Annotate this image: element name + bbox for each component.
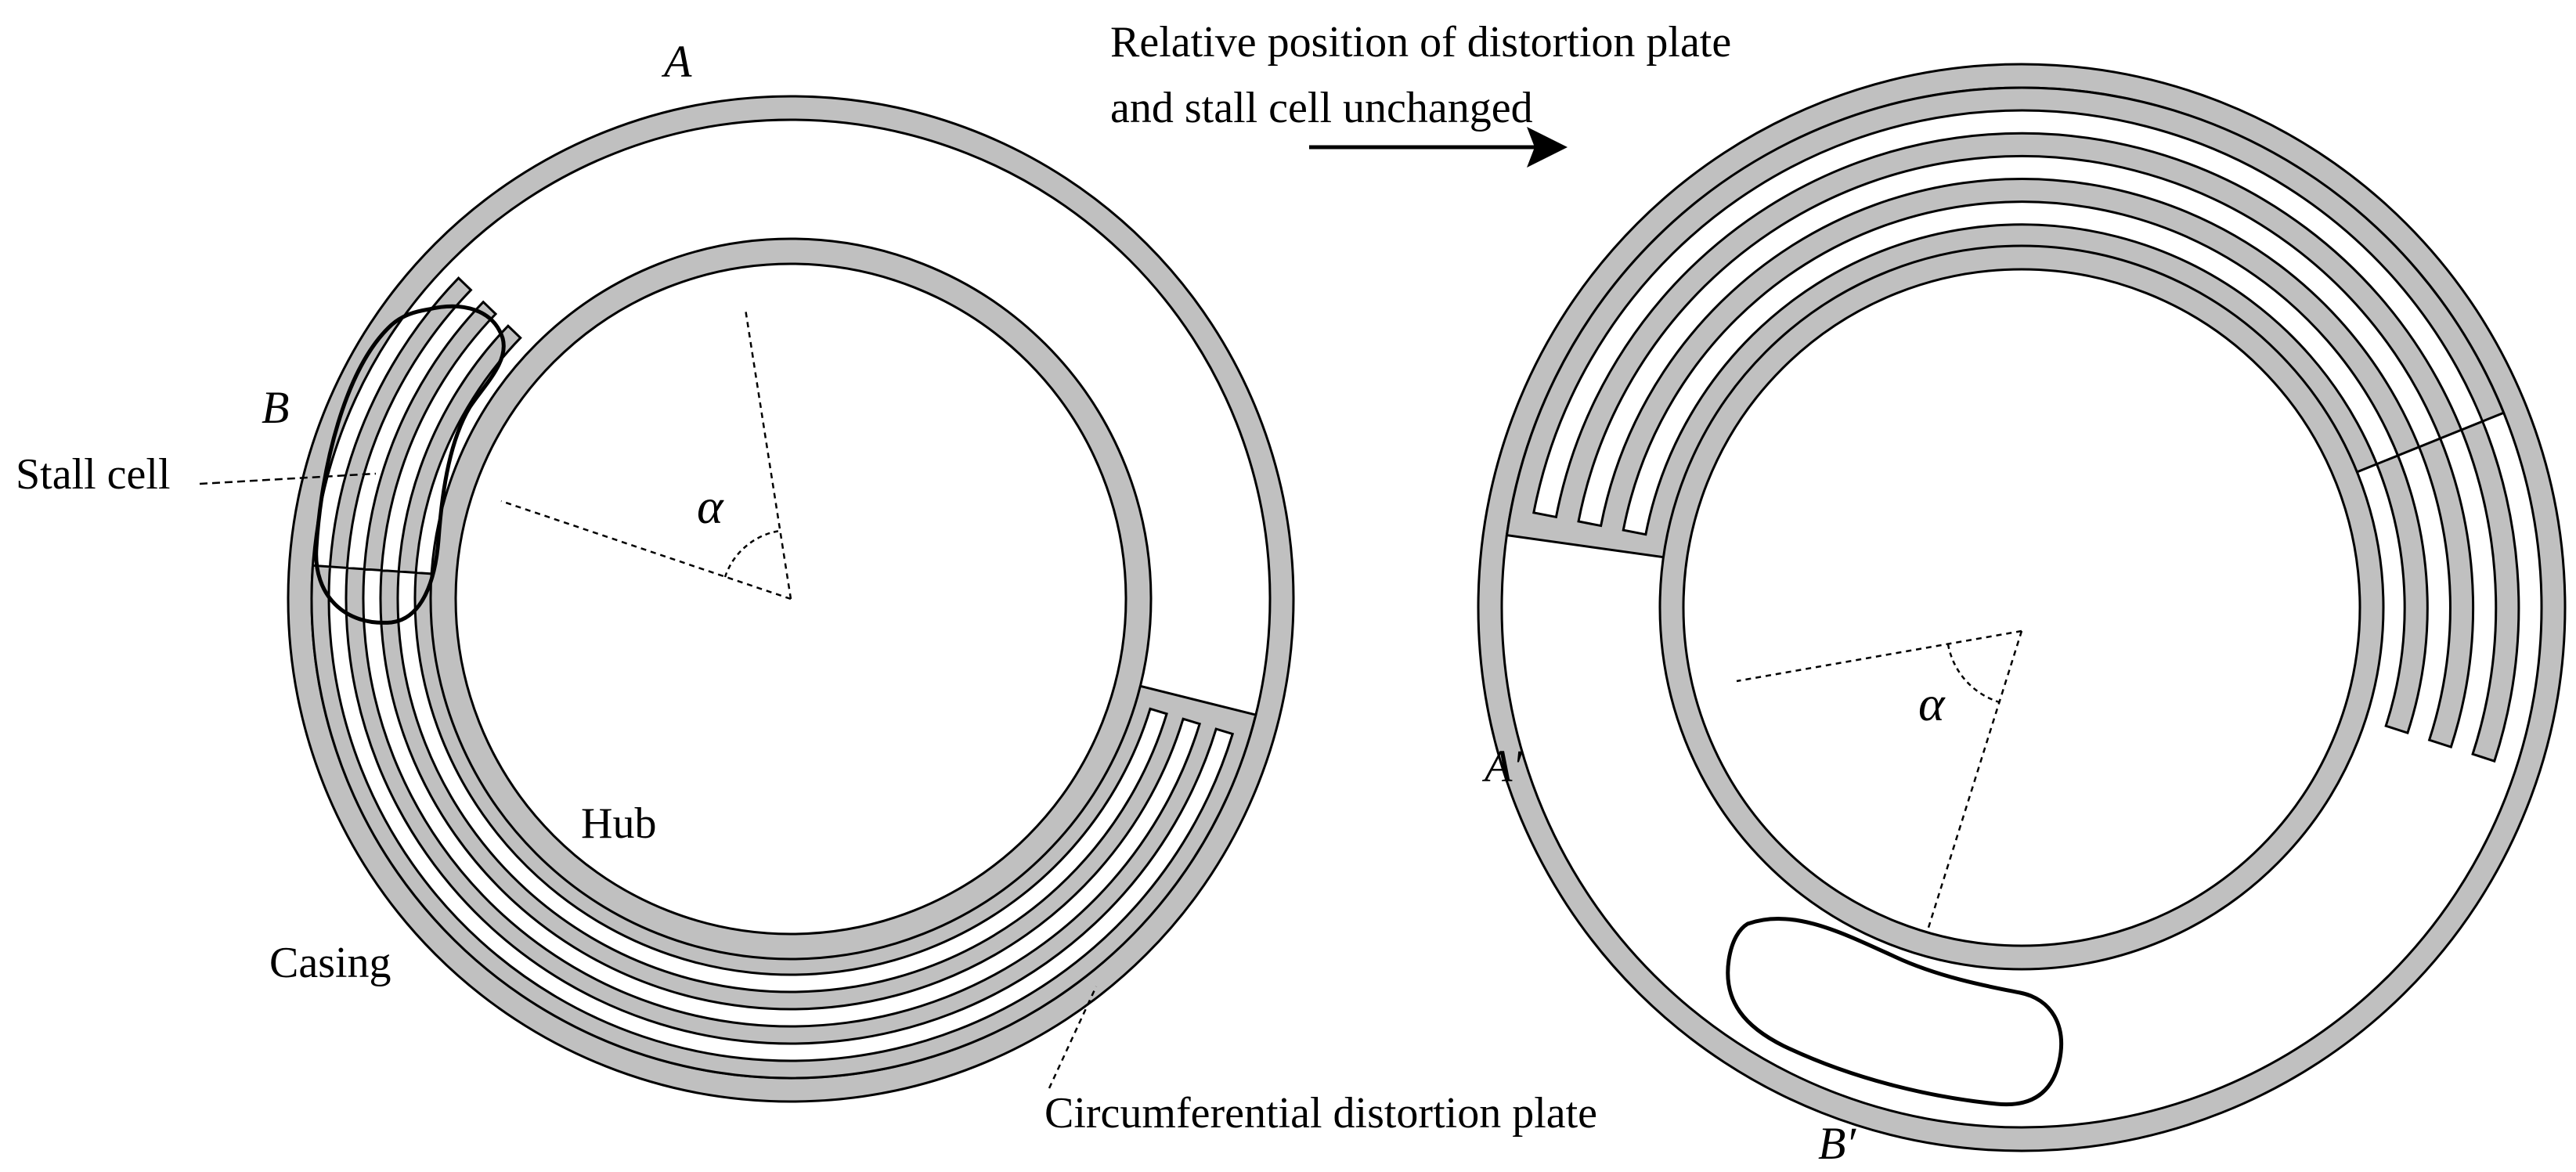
stall-cell-label: Stall cell <box>16 450 171 499</box>
stall-cell-leader <box>199 472 377 485</box>
right-angle-line-upper <box>1736 629 2022 683</box>
right-angle-arc <box>1946 644 2001 704</box>
right-alpha-label: α <box>1918 676 1946 731</box>
left-angle-line-lower <box>500 499 792 600</box>
left-alpha-label: α <box>697 478 724 534</box>
casing-label: Casing <box>269 939 391 987</box>
right-hub-inner <box>1682 268 2361 947</box>
right-angle-line-lower <box>1926 630 2023 931</box>
right-point-a-label: A′ <box>1481 741 1523 792</box>
right-point-b-label: B′ <box>1818 1118 1856 1169</box>
right-plate-outline <box>1505 86 2520 763</box>
right-compressor-section: A′ B′ α <box>1477 63 2567 1169</box>
left-angle-line-upper <box>744 308 792 600</box>
caption-line-2: and stall cell unchanged <box>1110 84 1533 132</box>
hub-label: Hub <box>581 799 656 848</box>
left-point-a-label: A <box>661 36 692 87</box>
right-distortion-plate <box>1505 86 2520 763</box>
plate-leader <box>1048 986 1098 1089</box>
distortion-plate-label: Circumferential distortion plate <box>1044 1089 1597 1138</box>
transition-caption: Relative position of distortion plate an… <box>1110 18 1731 168</box>
left-angle-arc <box>723 529 781 578</box>
left-compressor-section: A B Stall cell α Hub Casing Circumferent… <box>16 36 1597 1138</box>
transition-arrow-head <box>1527 127 1568 168</box>
left-stall-cell <box>314 304 506 625</box>
right-stall-cell <box>1726 917 2064 1107</box>
left-point-b-label: B <box>262 382 289 433</box>
caption-line-1: Relative position of distortion plate <box>1110 18 1731 67</box>
